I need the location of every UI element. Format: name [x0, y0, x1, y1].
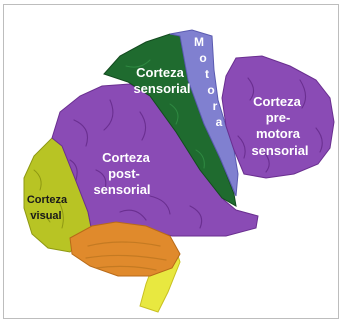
sensory-cortex-label: Corteza sensorial [133, 65, 190, 96]
sensory-label-line: sensorial [133, 81, 190, 96]
motor-letter: o [207, 83, 214, 97]
premotor-label-line: sensorial [251, 143, 308, 158]
premotor-label-line: motora [256, 126, 301, 141]
visual-label-line: Corteza [27, 194, 68, 206]
motor-letter: r [213, 99, 218, 113]
visual-label-line: visual [30, 210, 61, 222]
motor-letter: o [199, 51, 206, 65]
motor-letter: a [216, 115, 223, 129]
motor-letter: t [205, 67, 209, 81]
premotor-cortex-label: Corteza pre- motora sensorial [251, 94, 308, 158]
sensory-label-line: Corteza [136, 65, 184, 80]
postsensory-label-line: Corteza [102, 150, 150, 165]
postsensory-label-line: post- [108, 166, 140, 181]
premotor-label-line: Corteza [253, 94, 301, 109]
motor-letter: M [194, 35, 204, 49]
postsensory-label-line: sensorial [93, 182, 150, 197]
premotor-label-line: pre- [266, 110, 291, 125]
